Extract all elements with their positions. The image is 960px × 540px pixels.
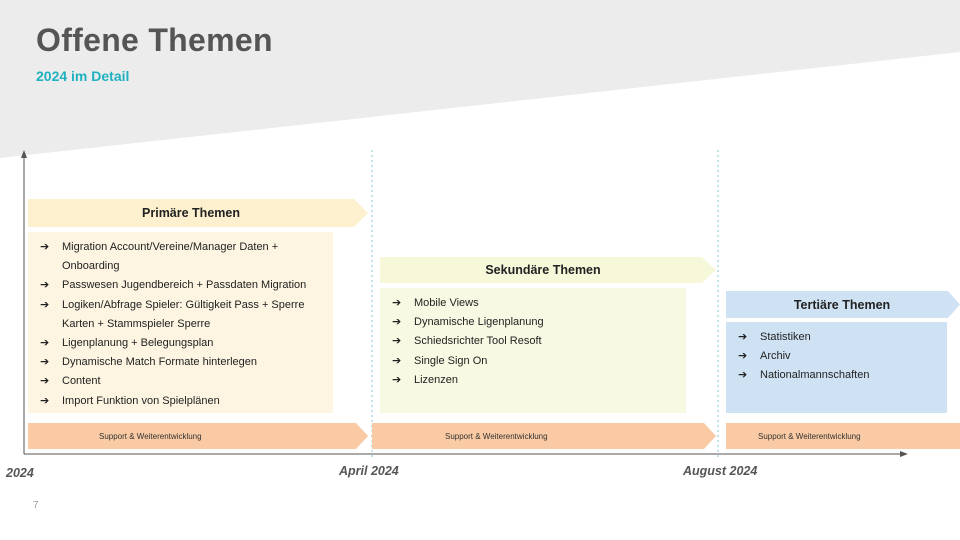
arrow-right-icon: ➔ <box>392 354 402 367</box>
list-item: ➔Import Funktion von Spielplänen <box>40 392 323 411</box>
page-title: Offene Themen <box>36 22 273 58</box>
arrow-right-icon: ➔ <box>40 356 50 369</box>
list-item: ➔Lizenzen <box>392 371 676 390</box>
arrow-right-icon: ➔ <box>738 331 748 343</box>
support-arrow-1: Support & Weiterentwicklung <box>28 423 368 449</box>
primary-themes-box: ➔Migration Account/Vereine/Manager Daten… <box>28 232 333 413</box>
list-item: ➔Dynamische Ligenplanung <box>392 313 676 332</box>
list-item: ➔Statistiken <box>738 328 937 347</box>
arrow-right-icon: ➔ <box>40 279 50 292</box>
list-item: ➔Logiken/Abfrage Spieler: Gültigkeit Pas… <box>40 296 323 334</box>
arrow-right-icon: ➔ <box>40 298 50 311</box>
support-label: Support & Weiterentwicklung <box>758 431 861 441</box>
secondary-themes-heading: Sekundäre Themen <box>485 263 601 277</box>
list-item: ➔Mobile Views <box>392 294 676 313</box>
list-item: ➔Archiv <box>738 347 937 366</box>
page-number: 7 <box>33 500 39 511</box>
arrow-right-icon: ➔ <box>40 375 50 388</box>
tertiary-themes-banner: Tertiäre Themen <box>726 291 960 318</box>
arrow-right-icon: ➔ <box>392 335 402 348</box>
list-item: ➔Dynamische Match Formate hinterlegen <box>40 353 323 372</box>
tertiary-themes-heading: Tertiäre Themen <box>793 297 891 312</box>
arrow-right-icon: ➔ <box>738 350 748 363</box>
timeline-start-label: 2024 <box>6 466 34 480</box>
page-subtitle: 2024 im Detail <box>36 68 130 84</box>
tertiary-themes-box: ➔Statistiken ➔Archiv ➔Nationalmannschaft… <box>726 322 947 413</box>
arrow-right-icon: ➔ <box>738 369 748 382</box>
list-item: ➔Content <box>40 372 323 391</box>
secondary-themes-banner: Sekundäre Themen <box>380 257 716 283</box>
arrow-right-icon: ➔ <box>40 241 50 253</box>
support-label: Support & Weiterentwicklung <box>445 431 548 441</box>
list-item: ➔Schiedsrichter Tool Resoft <box>392 332 676 351</box>
primary-themes-banner: Primäre Themen <box>28 199 368 227</box>
list-item: ➔Passwesen Jugendbereich + Passdaten Mig… <box>40 276 323 295</box>
support-label: Support & Weiterentwicklung <box>99 431 202 441</box>
list-item: ➔Migration Account/Vereine/Manager Daten… <box>40 238 323 276</box>
timeline-august-label: August 2024 <box>683 464 758 478</box>
list-item: ➔Single Sign On <box>392 352 676 371</box>
arrow-right-icon: ➔ <box>40 394 50 407</box>
arrow-right-icon: ➔ <box>392 373 402 386</box>
secondary-themes-box: ➔Mobile Views ➔Dynamische Ligenplanung ➔… <box>380 288 686 413</box>
arrow-right-icon: ➔ <box>40 337 50 350</box>
timeline-april-label: April 2024 <box>339 464 399 478</box>
primary-themes-heading: Primäre Themen <box>142 206 240 220</box>
arrow-right-icon: ➔ <box>392 316 402 329</box>
support-arrow-2: Support & Weiterentwicklung <box>372 423 716 449</box>
support-arrow-3: Support & Weiterentwicklung <box>726 423 960 449</box>
list-item: ➔Nationalmannschaften <box>738 366 937 385</box>
arrow-right-icon: ➔ <box>392 297 402 309</box>
list-item: ➔Ligenplanung + Belegungsplan <box>40 334 323 353</box>
